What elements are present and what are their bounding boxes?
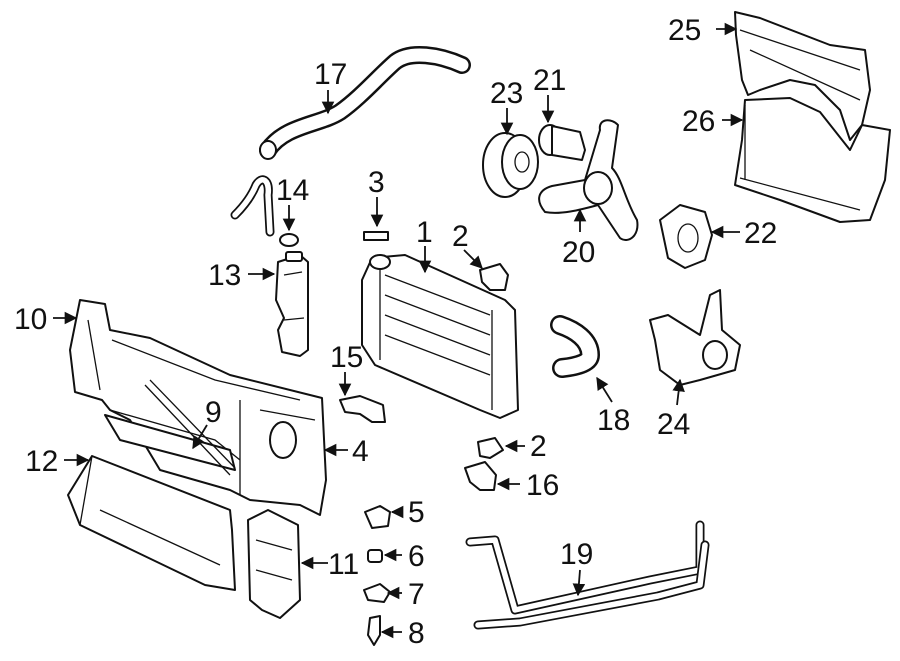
lower-mount-bracket [464, 461, 497, 491]
callout-1: 1 [416, 216, 433, 249]
alternator-bracket [649, 289, 741, 386]
callout-24: 24 [657, 408, 690, 441]
radiator-cap [363, 231, 389, 241]
callout-labels: 1 2 2 3 4 5 6 7 8 9 10 11 12 13 14 15 16… [14, 14, 777, 650]
side-air-baffle [247, 509, 301, 619]
fan-pulley [482, 132, 539, 198]
callout-6: 6 [408, 540, 425, 573]
callout-16: 16 [526, 469, 559, 502]
overflow-hose [230, 175, 299, 247]
callout-18: 18 [597, 404, 630, 437]
callout-17: 17 [314, 58, 347, 91]
callout-15: 15 [330, 341, 363, 374]
callout-4: 4 [352, 435, 369, 468]
callout-19: 19 [560, 538, 593, 571]
callout-12: 12 [25, 445, 58, 478]
callout-20: 20 [562, 236, 595, 269]
lower-radiator-bracket [477, 437, 504, 459]
callout-22: 22 [744, 217, 777, 250]
drain-cock [367, 615, 381, 646]
coolant-reservoir [275, 251, 309, 357]
lower-radiator-hose [550, 315, 600, 378]
callout-14: 14 [276, 174, 309, 207]
callout-3: 3 [368, 166, 385, 199]
insulator-lower [367, 549, 383, 563]
callout-7: 7 [408, 578, 425, 611]
callout-11: 11 [328, 548, 359, 581]
radiator-bracket [339, 395, 386, 423]
callout-13: 13 [208, 259, 241, 292]
radiator-support [69, 299, 327, 516]
water-pump [659, 204, 713, 269]
callout-25: 25 [668, 14, 701, 47]
radiator [361, 254, 519, 419]
upper-radiator-hose [259, 46, 471, 160]
fan-spacer [538, 124, 586, 161]
callout-26: 26 [682, 105, 715, 138]
callout-2-lower: 2 [530, 430, 547, 463]
callout-10: 10 [14, 303, 47, 336]
fan-shroud-upper [734, 11, 871, 141]
callout-21: 21 [533, 64, 566, 97]
clip [363, 583, 391, 603]
cooling-fan [538, 119, 639, 241]
callout-8: 8 [408, 617, 425, 650]
callout-23: 23 [490, 77, 523, 110]
lower-air-deflector [67, 455, 236, 591]
callout-5: 5 [408, 496, 425, 529]
insulator-upper [364, 505, 391, 529]
leader-lines [53, 22, 744, 639]
callout-9: 9 [205, 396, 222, 429]
fan-shroud-lower [734, 97, 891, 223]
callout-2-upper: 2 [452, 220, 469, 253]
upper-radiator-bracket [479, 263, 509, 291]
